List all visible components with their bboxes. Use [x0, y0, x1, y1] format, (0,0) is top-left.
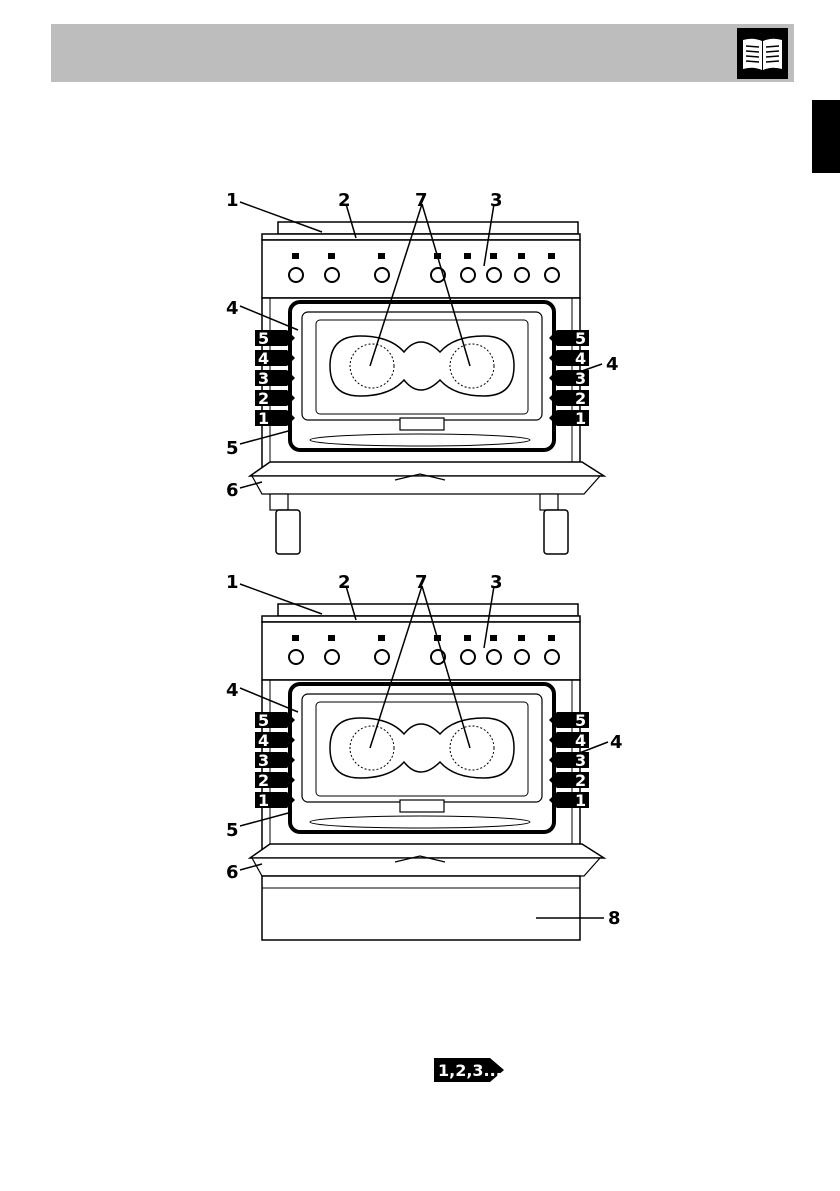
callout-2: 2 — [338, 190, 351, 211]
callout-7: 7 — [415, 572, 428, 593]
callout-1: 1 — [226, 190, 239, 211]
language-tab — [812, 100, 840, 173]
shelf-right-3: 3 — [575, 751, 586, 770]
shelf-right-4: 4 — [575, 731, 586, 750]
shelf-left-3: 3 — [258, 369, 269, 388]
shelf-left-4: 4 — [258, 731, 269, 750]
sequence-badge: 1,2,3... — [434, 1058, 504, 1082]
callout-3: 3 — [490, 572, 503, 593]
oven-diagram-2: 1 2 7 3 4 5 6 8 4 5 4 3 2 1 5 4 3 2 1 — [0, 562, 840, 952]
shelf-left-1: 1 — [258, 409, 269, 428]
callout-6: 6 — [226, 862, 239, 883]
callout-5: 5 — [226, 820, 239, 841]
sequence-badge-text: 1,2,3... — [438, 1061, 502, 1080]
shelf-left-3: 3 — [258, 751, 269, 770]
callout-4: 4 — [226, 298, 239, 319]
callout-5: 5 — [226, 438, 239, 459]
header-bar — [51, 24, 794, 82]
book-icon — [737, 28, 788, 79]
callout-right-4: 4 — [606, 354, 619, 375]
shelf-left-4: 4 — [258, 349, 269, 368]
callout-right-4: 4 — [610, 732, 623, 753]
callout-6: 6 — [226, 480, 239, 501]
shelf-right-2: 2 — [575, 389, 586, 408]
oven-diagram-1: 1 2 7 3 4 5 6 4 5 4 3 2 1 5 4 3 2 1 — [0, 180, 840, 570]
shelf-left-2: 2 — [258, 771, 269, 790]
shelf-right-3: 3 — [575, 369, 586, 388]
callout-1: 1 — [226, 572, 239, 593]
shelf-right-5: 5 — [575, 711, 586, 730]
shelf-left-5: 5 — [258, 711, 269, 730]
shelf-right-2: 2 — [575, 771, 586, 790]
callout-7: 7 — [415, 190, 428, 211]
shelf-right-1: 1 — [575, 791, 586, 810]
shelf-left-1: 1 — [258, 791, 269, 810]
callout-8: 8 — [608, 908, 621, 929]
shelf-left-5: 5 — [258, 329, 269, 348]
callout-4: 4 — [226, 680, 239, 701]
callout-2: 2 — [338, 572, 351, 593]
shelf-right-1: 1 — [575, 409, 586, 428]
callout-3: 3 — [490, 190, 503, 211]
shelf-right-5: 5 — [575, 329, 586, 348]
shelf-left-2: 2 — [258, 389, 269, 408]
shelf-right-4: 4 — [575, 349, 586, 368]
